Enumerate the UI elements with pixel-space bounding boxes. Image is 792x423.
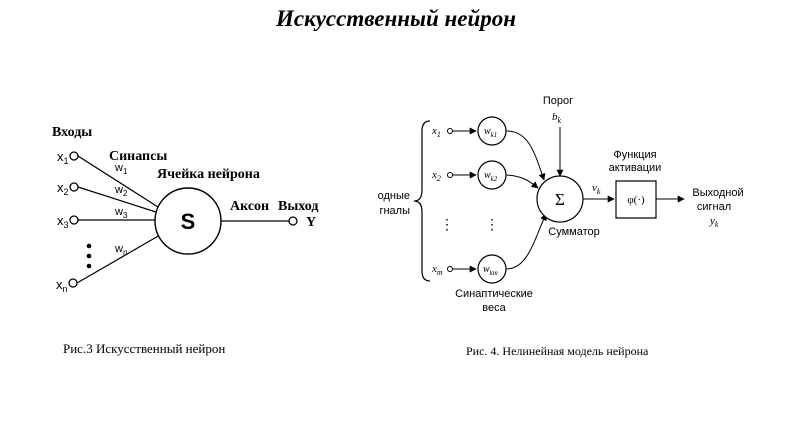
fig3-dot-2: [86, 253, 92, 259]
fig3-dot-1: [86, 243, 92, 249]
fig4-sum-symbol: Σ: [555, 190, 565, 209]
fig4-input-label-1: x1: [431, 125, 441, 139]
fig3-inputs-label: Входы: [52, 125, 92, 140]
fig3-input-label-3: x3: [57, 213, 69, 230]
fig3-output-label: Выход: [278, 199, 318, 214]
fig4-synaptic-weights-line1: Синаптические: [455, 288, 533, 300]
fig4-input-ellipsis: ⋮: [440, 218, 454, 233]
fig3-dot-3: [86, 263, 92, 269]
fig4-input-signals-line2: гналы: [379, 205, 410, 217]
fig3-synapse-line-1: [77, 155, 159, 208]
fig3-output-terminal: [288, 216, 298, 226]
fig4-adder-label: Сумматор: [548, 226, 599, 238]
fig4-input-signals-line1: одные: [378, 190, 410, 202]
fig3-synapse-line-n: [76, 234, 161, 284]
fig4-output-label-line1: Выходной: [692, 187, 743, 199]
fig4-weight-label-1: wk1: [484, 126, 497, 139]
fig3-weight-label-2: w2: [114, 184, 128, 198]
fig3-weight-label-n: wn: [114, 243, 127, 257]
fig4-weight-ellipsis: ⋮: [485, 218, 499, 233]
fig3-input-label-n: xn: [56, 277, 68, 294]
fig4-activation-label-line1: Функция: [613, 149, 656, 161]
fig3-output-symbol: Y: [306, 215, 316, 230]
fig4-input-terminal-m: [447, 266, 453, 272]
fig3-input-terminal-3: [69, 215, 79, 225]
fig3-axon-label: Аксон: [230, 199, 269, 214]
fig3-input-terminal-1: [69, 151, 79, 161]
fig4-activation-label-line2: активации: [609, 162, 662, 174]
fig4-input-brace: [413, 120, 431, 282]
fig4-induced-field-label: vk: [592, 182, 601, 196]
fig4-threshold-label: Порог: [543, 95, 573, 107]
fig4-nonlinear-neuron-model: одные гналы x1 x2 xm wk1 wk2 wkm ⋮ ⋮: [378, 95, 744, 314]
fig3-input-label-2: x2: [57, 180, 69, 197]
fig4-weight-label-m: wkm: [483, 264, 498, 277]
fig3-weight-label-3: w3: [114, 206, 128, 220]
fig3-cell-label: Ячейка нейрона: [157, 167, 260, 182]
fig4-input-label-m: xm: [431, 263, 443, 277]
fig4-output-symbol: yk: [709, 215, 719, 229]
fig3-input-terminal-n: [68, 278, 78, 288]
fig4-weight-to-sum-curve-m: [505, 213, 547, 270]
fig4-synaptic-weights-line2: веса: [482, 302, 506, 314]
fig3-artificial-neuron: Входы Синапсы Ячейка нейрона Аксон Выход…: [52, 125, 318, 294]
fig4-input-terminal-1: [447, 128, 453, 134]
fig4-activation-box: [615, 180, 657, 219]
fig4-input-terminal-2: [447, 172, 453, 178]
fig4-activation-symbol: φ(·): [627, 194, 645, 206]
fig4-input-label-2: x2: [431, 169, 441, 183]
page-title: Искусственный нейрон: [275, 6, 517, 31]
fig3-synapses-label: Синапсы: [109, 149, 167, 164]
fig3-input-terminal-2: [69, 182, 79, 192]
fig4-weight-label-2: wk2: [484, 170, 498, 183]
fig4-weight-to-sum-curve-1: [505, 130, 546, 181]
fig3-synapse-line-2: [77, 186, 157, 213]
fig3-soma-symbol: S: [181, 209, 196, 234]
fig3-input-label-1: x1: [57, 149, 69, 166]
fig4-threshold-symbol: bk: [552, 111, 562, 125]
fig4-weight-to-sum-curve-2: [505, 174, 539, 189]
fig3-caption: Рис.3 Искусственный нейрон: [63, 341, 225, 356]
fig3-weight-label-1: w1: [114, 162, 128, 176]
fig4-output-label-line2: сигнал: [697, 201, 731, 213]
fig4-caption: Рис. 4. Нелинейная модель нейрона: [466, 344, 649, 358]
